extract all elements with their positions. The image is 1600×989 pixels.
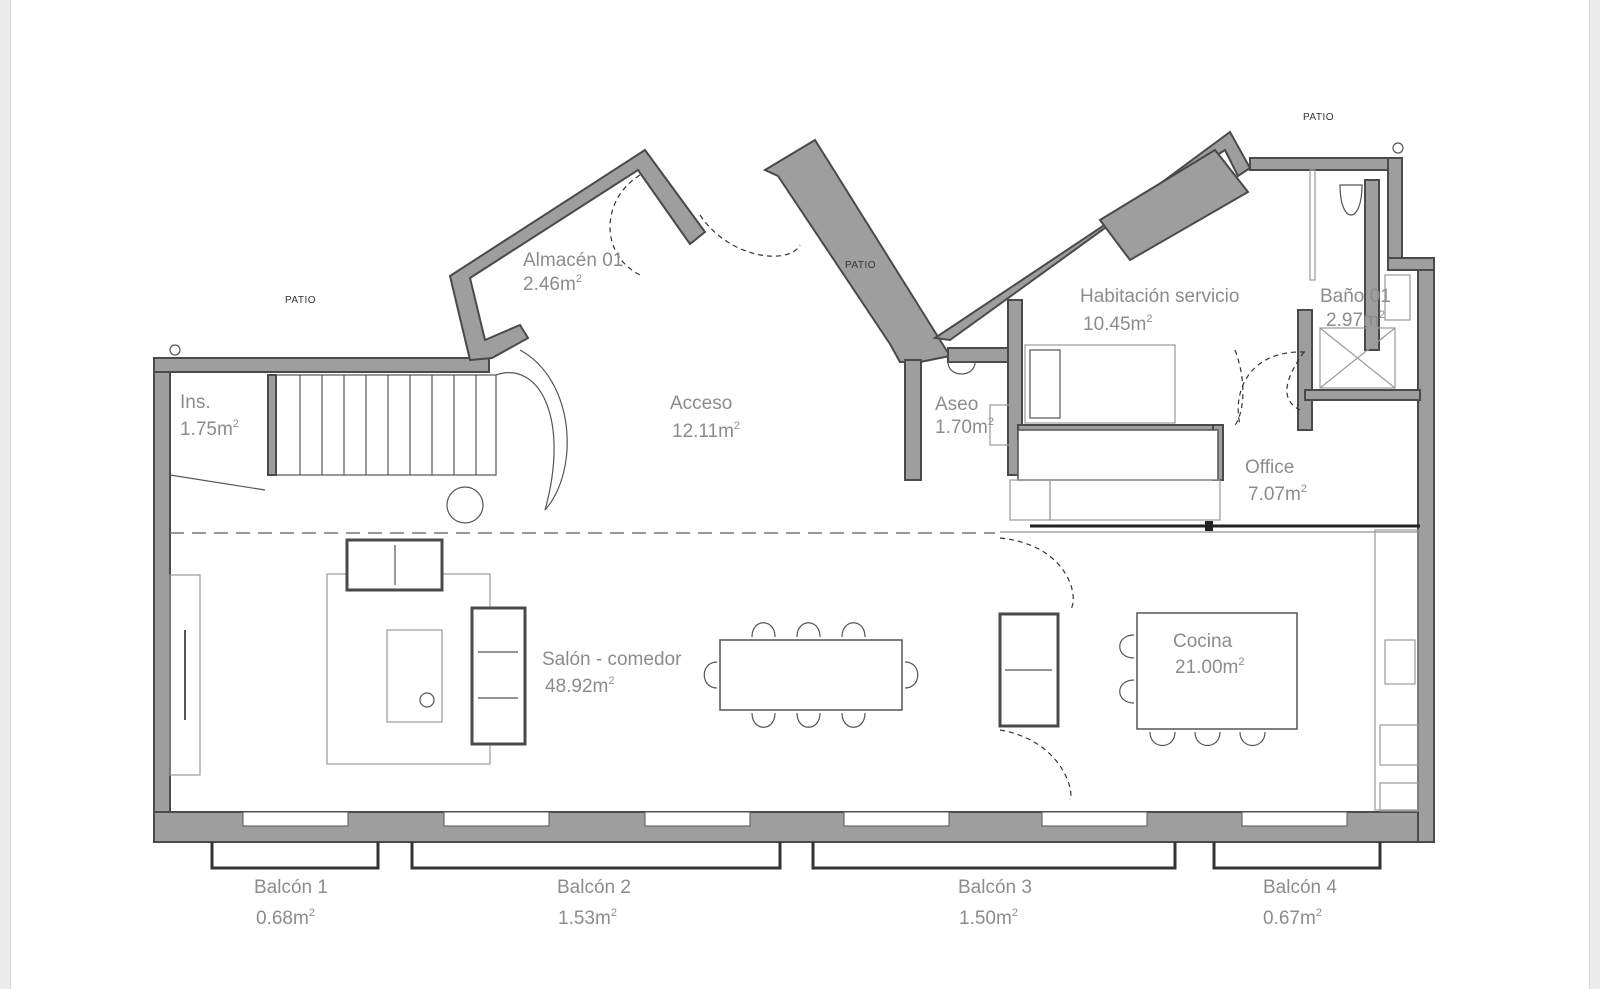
room-name-ins: Ins. (180, 392, 211, 413)
diagonal-walls (448, 130, 1252, 363)
room-name-salon: Salón - comedor (542, 649, 682, 670)
room-area-balcon-3: 1.50m2 (959, 907, 1018, 929)
corner-marker (169, 344, 181, 356)
room-name-balcon-1: Balcón 1 (254, 877, 328, 898)
room-area-office: 7.07m2 (1248, 483, 1307, 505)
room-area-bano: 2.97m2 (1326, 309, 1385, 331)
patio-label-top-right: PATIO (1303, 112, 1334, 123)
exterior-walls (153, 157, 1435, 843)
room-labels: PATIO PATIO PATIO Ins. 1.75m2 Almacén 01… (180, 112, 1391, 929)
viewer-right-margin (1589, 0, 1600, 989)
room-name-bano: Baño 01 (1320, 286, 1391, 307)
patio-label-left: PATIO (285, 295, 316, 306)
room-name-acceso: Acceso (670, 393, 732, 414)
room-area-cocina: 21.00m2 (1175, 656, 1245, 678)
room-area-balcon-4: 0.67m2 (1263, 907, 1322, 929)
viewer-left-margin (0, 0, 11, 989)
dining-table (703, 622, 919, 728)
room-name-balcon-2: Balcón 2 (557, 877, 631, 898)
balcony-rails (210, 842, 1382, 870)
room-area-aseo: 1.70m2 (935, 416, 994, 438)
bedroom-furniture (1009, 344, 1221, 521)
room-name-office: Office (1245, 457, 1294, 478)
room-area-ins: 1.75m2 (180, 418, 239, 440)
bathroom-fixtures (947, 169, 1411, 446)
room-name-aseo: Aseo (935, 394, 978, 415)
living-furniture (169, 486, 527, 776)
room-name-balcon-3: Balcón 3 (958, 877, 1032, 898)
room-area-balcon-2: 1.53m2 (558, 907, 617, 929)
staircase (169, 349, 568, 511)
room-name-almacen: Almacén 01 (523, 250, 623, 271)
corner-marker (1392, 142, 1404, 154)
room-area-almacen: 2.46m2 (523, 273, 582, 295)
room-area-habitacion: 10.45m2 (1083, 313, 1153, 335)
room-name-habitacion: Habitación servicio (1080, 286, 1239, 307)
bottom-windows (242, 811, 1348, 827)
room-name-balcon-4: Balcón 4 (1263, 877, 1337, 898)
room-area-balcon-1: 0.68m2 (256, 907, 315, 929)
room-area-salon: 48.92m2 (545, 675, 615, 697)
office-sliding-door (1000, 521, 1420, 533)
room-area-acceso: 12.11m2 (672, 420, 740, 442)
patio-label-center: PATIO (845, 260, 876, 271)
room-name-cocina: Cocina (1173, 631, 1233, 652)
doors (609, 174, 1306, 801)
kitchen-furniture (998, 529, 1419, 812)
